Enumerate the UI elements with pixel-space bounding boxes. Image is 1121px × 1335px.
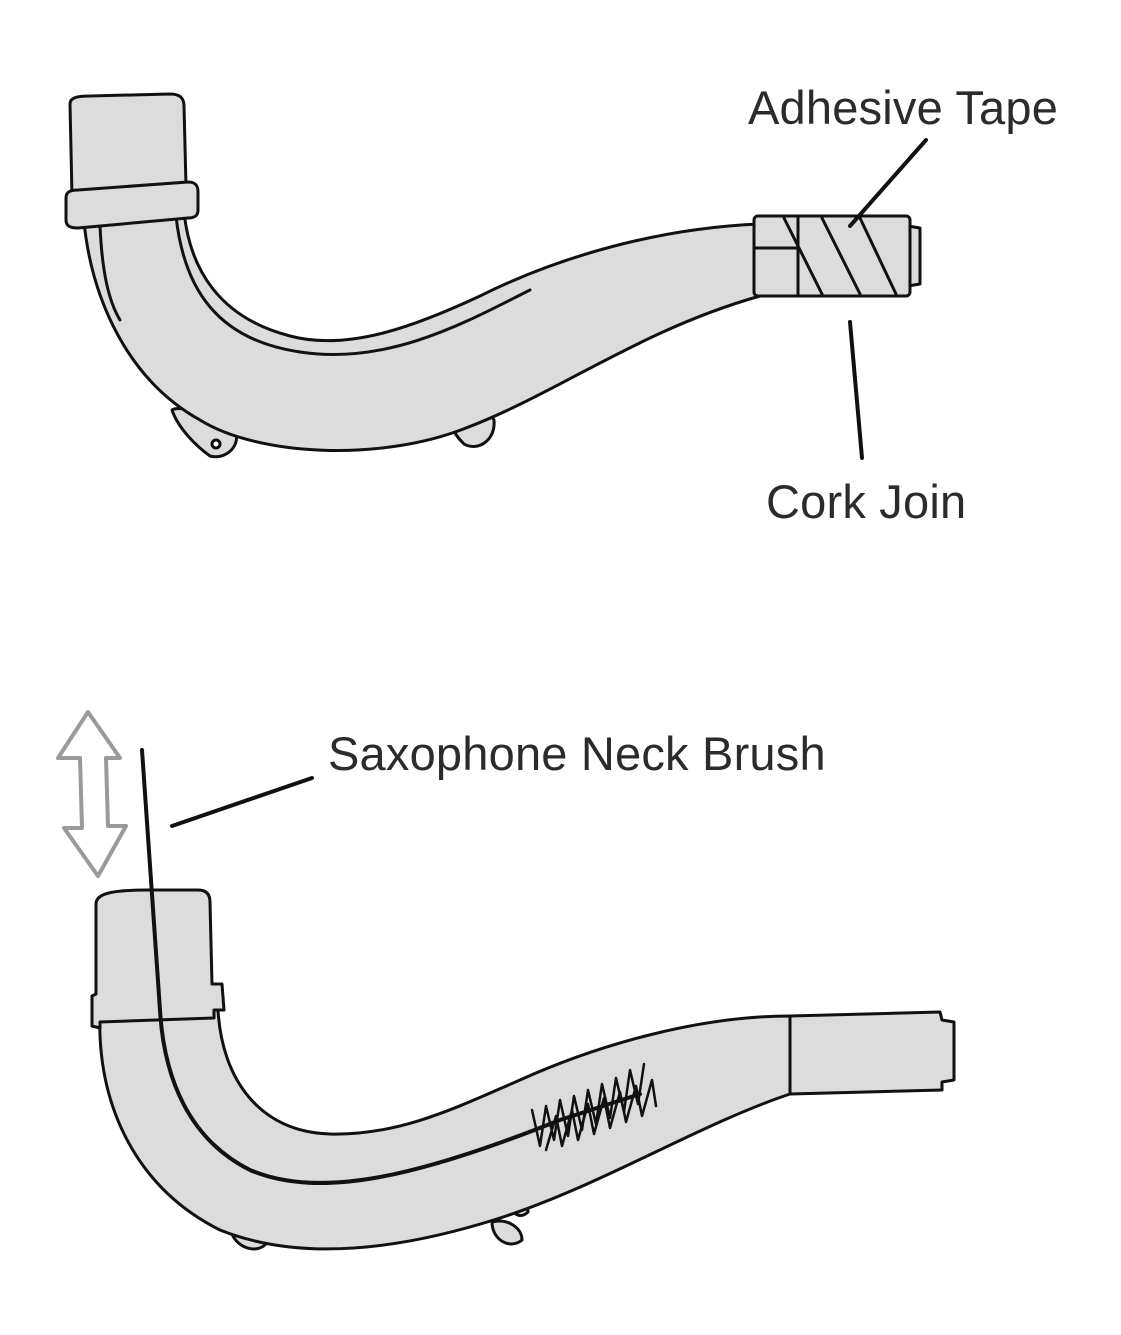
brush-bristles xyxy=(530,1062,658,1152)
adhesive-tape-label: Adhesive Tape xyxy=(748,81,1059,134)
neck-ring xyxy=(64,180,200,230)
neck-brush-label: Saxophone Neck Brush xyxy=(328,727,826,780)
brush-rod xyxy=(140,748,642,1185)
adhesive-tape-leader xyxy=(848,138,928,228)
neck-tenon xyxy=(788,1010,956,1096)
neck-receiver xyxy=(68,92,188,198)
neck-seam xyxy=(174,214,532,357)
cork-join xyxy=(752,214,922,298)
up-down-arrow-icon xyxy=(56,710,128,878)
cork-join-label: Cork Join xyxy=(766,475,967,528)
saxophone-neck-taped xyxy=(64,92,922,459)
cork-join-leader xyxy=(848,320,864,460)
neck-tube xyxy=(98,1008,792,1251)
neck-brush-leader xyxy=(170,776,314,828)
neck-tube xyxy=(82,210,762,452)
saxophone-neck-brushed xyxy=(90,748,956,1251)
adhesive-tape-wrap xyxy=(782,216,898,296)
